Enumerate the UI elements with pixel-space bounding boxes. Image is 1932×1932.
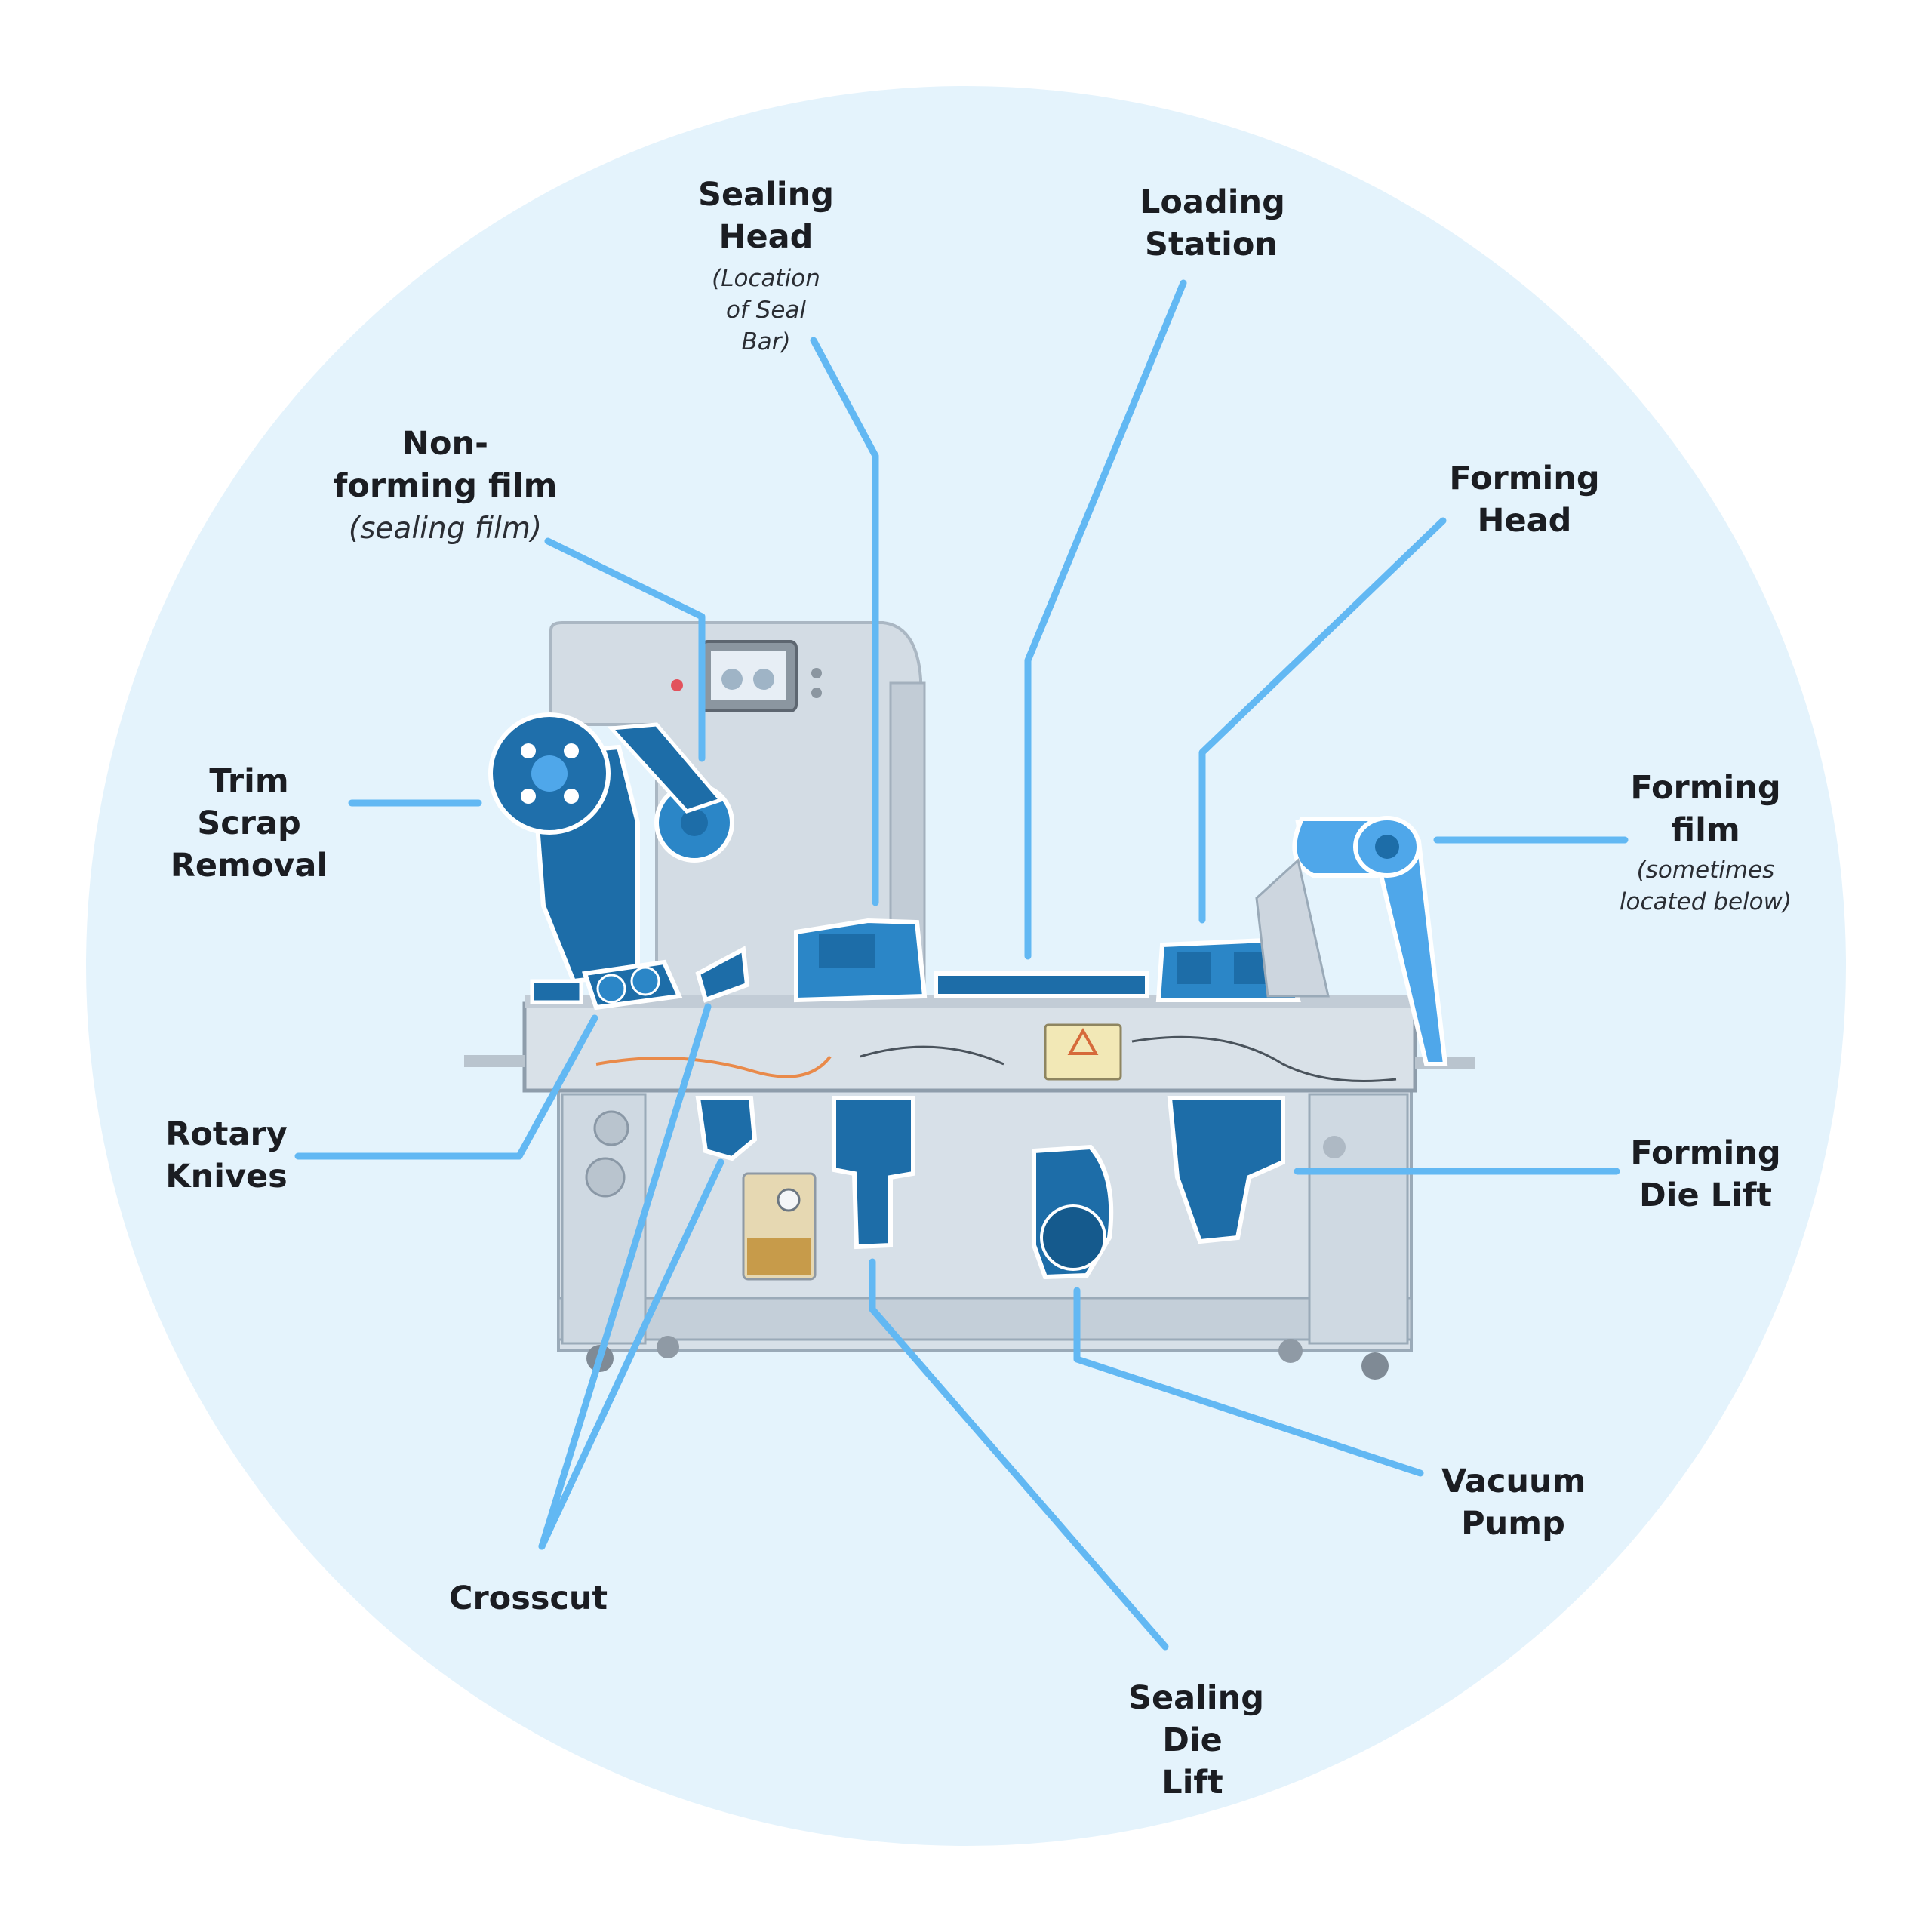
air-hose (595, 1055, 832, 1078)
rotary-knife-2 (630, 966, 660, 996)
forming-film-stand (1255, 858, 1330, 998)
leader-forming-head (1198, 517, 1447, 924)
pulley-wheel-2 (585, 1157, 626, 1198)
sealing-die-lift-title: Sealing Die Lift (1128, 1679, 1265, 1801)
sealing-head-title: Sealing Head (697, 176, 835, 256)
leader-non-forming-film (544, 537, 706, 762)
caster-wheel-2 (657, 1336, 679, 1358)
leader-rotary-knives (294, 1014, 598, 1160)
loading-station (934, 971, 1149, 998)
loading-station-title: Loading Station (1140, 183, 1285, 263)
vacuum-pump-title: Vacuum Pump (1441, 1463, 1586, 1543)
vacuum-pump-fan (1040, 1204, 1106, 1271)
base-rail (557, 1297, 1413, 1341)
film-guide-bar (464, 1055, 525, 1067)
warning-triangle-icon (1067, 1027, 1099, 1055)
sealing-head-block (819, 934, 875, 968)
trim-scrap-reel-hub (531, 755, 568, 792)
pulley-wheel (593, 1110, 629, 1146)
label-crosscut: Crosscut (438, 1577, 619, 1620)
label-forming-head: Forming Head (1426, 457, 1623, 542)
emergency-stop-button (671, 679, 683, 691)
label-rotary-knives: Rotary Knives (132, 1113, 321, 1198)
forming-head-block-2 (1234, 952, 1268, 984)
forming-head-title: Forming Head (1449, 460, 1600, 540)
background-circle (86, 86, 1846, 1846)
label-vacuum-pump: Vacuum Pump (1419, 1460, 1607, 1545)
trim-scrap-reel-hole-1 (521, 743, 536, 758)
sealing-film-arm (607, 722, 724, 814)
trim-scrap-base (530, 979, 583, 1004)
leader-sealing-die-lift (869, 1258, 1169, 1651)
trim-scrap-reel-hole-3 (521, 789, 536, 804)
leader-vacuum-pump (1073, 1287, 1424, 1477)
leader-lines (294, 279, 1629, 1651)
forming-film-roll-core (1375, 835, 1399, 859)
forming-head-block-1 (1177, 952, 1211, 984)
right-leg-cabinet (1308, 1093, 1409, 1345)
screen-gauge-1 (721, 669, 743, 690)
screen-gauge-2 (753, 669, 774, 690)
forming-die-lift-title: Forming Die Lift (1630, 1134, 1781, 1214)
non-forming-film-note: (sealing film) (348, 512, 543, 546)
thermoforming-machine (464, 621, 1475, 1380)
caster-wheel-3 (1278, 1339, 1303, 1363)
cable-bundle (1131, 1035, 1397, 1082)
forming-film-title: Forming film (1630, 769, 1781, 849)
caster-wheel-4 (1361, 1352, 1389, 1380)
leader-crosscut-upper (538, 1003, 712, 1550)
label-non-forming-film: Non-forming film (sealing film) (302, 423, 589, 548)
stop-button (811, 688, 822, 698)
right-cabinet-port (1323, 1136, 1346, 1158)
trim-scrap-reel-hole-2 (564, 743, 579, 758)
trim-scrap-removal-title: Trim Scrap Removal (170, 762, 328, 884)
crosscut-lower (695, 1096, 758, 1161)
cable-bundle-2 (860, 1045, 1004, 1066)
label-sealing-head: Sealing Head (Location of Seal Bar) (672, 174, 860, 358)
label-forming-die-lift: Forming Die Lift (1607, 1132, 1804, 1217)
sealing-head-note: (Location of Seal Bar) (712, 265, 820, 355)
rotary-knife-1 (596, 974, 626, 1004)
start-button (811, 668, 822, 678)
label-forming-film: Forming film (sometimes located below) (1607, 767, 1804, 918)
leader-sealing-head (810, 337, 879, 906)
sealing-film-roll-core (681, 809, 708, 836)
forming-die-lift (1167, 1096, 1285, 1244)
crosscut-upper (695, 946, 750, 1003)
sealing-die-lift (832, 1096, 915, 1250)
label-loading-station: Loading Station (1117, 181, 1306, 266)
forming-film-note: (sometimes located below) (1619, 857, 1792, 915)
non-forming-film-title: Non-forming film (333, 425, 558, 505)
trim-scrap-reel-hole-4 (564, 789, 579, 804)
main-deck (522, 1001, 1417, 1093)
rotary-knives-title: Rotary Knives (165, 1115, 288, 1195)
label-sealing-die-lift: Sealing Die Lift (1102, 1677, 1283, 1804)
crosscut-title: Crosscut (448, 1580, 608, 1617)
oil-reservoir-fluid (747, 1238, 811, 1275)
leader-loading-station (1024, 279, 1187, 960)
pressure-gauge (777, 1188, 801, 1212)
label-trim-scrap-removal: Trim Scrap Removal (136, 760, 362, 887)
leader-crosscut-lower (538, 1158, 724, 1550)
